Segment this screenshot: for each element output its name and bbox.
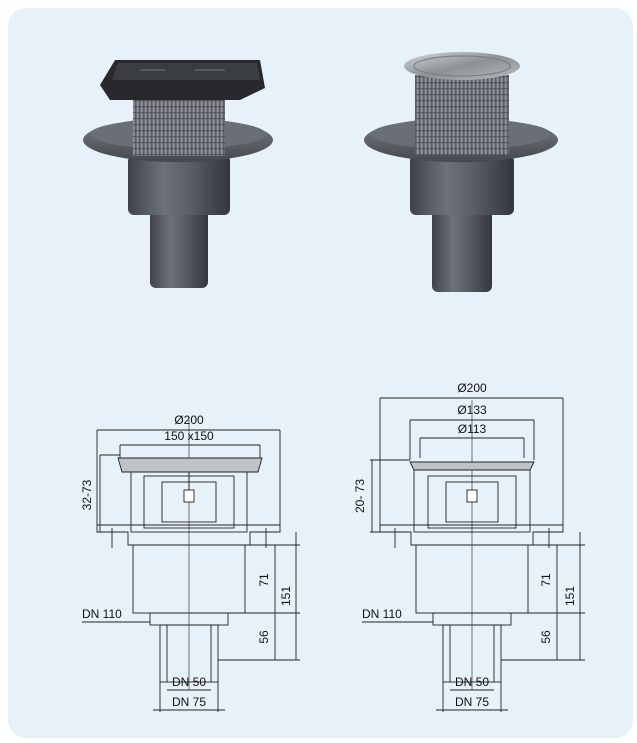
dim-outer-label: Ø200 bbox=[457, 381, 487, 395]
dim-height-adj-label: 20- 73 bbox=[353, 479, 367, 513]
dim-71-label: 71 bbox=[257, 573, 271, 587]
dim-56-label: 56 bbox=[257, 630, 271, 644]
dn110-label: DN 110 bbox=[82, 607, 122, 621]
outlet-pipe bbox=[432, 200, 492, 292]
photo-round-grate-drain bbox=[364, 52, 558, 292]
grate-section bbox=[117, 457, 263, 473]
dn75-label: DN 75 bbox=[172, 695, 206, 709]
outlet-section bbox=[159, 624, 219, 683]
outlet-section bbox=[442, 624, 502, 683]
drain-body bbox=[128, 155, 230, 215]
riser-section bbox=[413, 469, 531, 533]
drain-body bbox=[410, 155, 514, 215]
drawing-right bbox=[362, 397, 585, 712]
drawing-left bbox=[82, 420, 300, 712]
round-stainless-grate bbox=[404, 52, 520, 80]
dim-133-label: Ø133 bbox=[457, 403, 487, 417]
threaded-riser bbox=[415, 75, 509, 155]
dn75-label: DN 75 bbox=[455, 695, 489, 709]
dim-151-label: 151 bbox=[279, 586, 293, 606]
dim-113-label: Ø113 bbox=[458, 422, 487, 436]
dn110-label: DN 110 bbox=[362, 607, 402, 621]
grate-section bbox=[409, 461, 535, 471]
dn50-label: DN 50 bbox=[455, 675, 489, 689]
dn50-label: DN 50 bbox=[172, 675, 206, 689]
dim-grate-label: 150 x150 bbox=[164, 429, 214, 443]
dim-outer-label: Ø200 bbox=[174, 413, 204, 427]
dim-71-label: 71 bbox=[539, 573, 553, 587]
threaded-riser bbox=[133, 92, 225, 156]
outlet-pipe bbox=[150, 200, 208, 288]
dim-151-label: 151 bbox=[563, 586, 577, 606]
photo-square-grate-drain bbox=[83, 60, 273, 288]
dim-56-label: 56 bbox=[539, 630, 553, 644]
dim-height-adj-label: 32-73 bbox=[80, 479, 94, 510]
